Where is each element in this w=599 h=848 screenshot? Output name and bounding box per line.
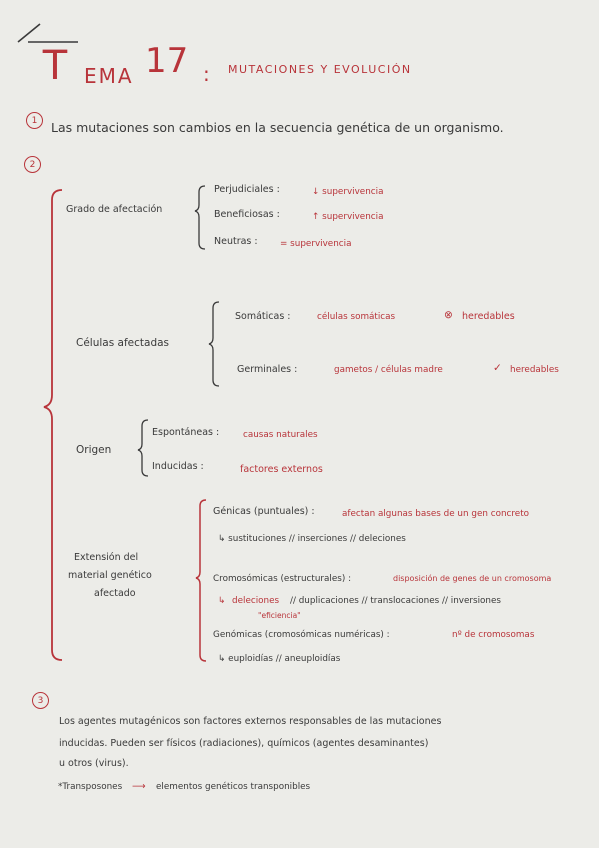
section-2-number: 2: [24, 156, 41, 173]
title-ema: EMA: [84, 64, 134, 88]
cromosomicas-note: "eficiencia": [258, 611, 301, 620]
not-inheritable-mark-icon: ⊗: [444, 309, 453, 321]
extension-brace: [195, 499, 207, 662]
cromosomicas-name: Cromosómicas (estructurales) :: [213, 574, 352, 584]
grado-label: Grado de afectación: [66, 204, 163, 215]
grado-item-name: Neutras :: [214, 236, 258, 247]
section-3-line: u otros (virus).: [59, 758, 129, 769]
genomicas-name: Genómicas (cromosómicas numéricas) :: [213, 630, 390, 640]
extension-label-line: material genético: [68, 570, 152, 581]
cromosomicas-sub-red: deleciones: [232, 596, 280, 606]
title-number: 17: [145, 41, 189, 81]
cromosomicas-sub-rest: // duplicaciones // translocaciones // i…: [290, 596, 501, 606]
genicas-name: Génicas (puntuales) :: [213, 506, 315, 517]
genomicas-value: nº de cromosomas: [452, 630, 535, 640]
grado-item-value: ↓ supervivencia: [312, 187, 384, 197]
title-t-letter: T: [42, 43, 68, 89]
origen-item-name: Espontáneas :: [152, 427, 220, 438]
section-3-line: Los agentes mutagénicos son factores ext…: [59, 716, 442, 727]
section-3-number: 3: [32, 692, 49, 709]
origen-item-name: Inducidas :: [152, 461, 204, 472]
inheritable-check-icon: ✓: [493, 362, 502, 374]
origen-item-value: factores externos: [240, 464, 323, 475]
grado-item-value: = supervivencia: [280, 239, 352, 249]
celulas-item-name: Germinales :: [237, 364, 298, 375]
origen-item-value: causas naturales: [243, 430, 318, 440]
transposones-definition: elementos genéticos transponibles: [156, 782, 311, 792]
cromosomicas-sub-arrow: ↳: [218, 596, 226, 606]
genomicas-sub: ↳ euploidías // aneuploidías: [218, 654, 341, 664]
section-1-number: 1: [26, 112, 43, 129]
celulas-item-name: Somáticas :: [235, 311, 291, 322]
section-2-main-brace: [43, 189, 63, 661]
celulas-item-value: células somáticas: [317, 312, 396, 322]
transposones-label: *Transposones: [58, 782, 123, 792]
title-subtitle: MUTACIONES Y EVOLUCIÓN: [228, 63, 412, 76]
grado-item-name: Beneficiosas :: [214, 209, 280, 220]
origen-brace: [137, 419, 149, 477]
extension-label-line: Extensión del: [74, 552, 139, 563]
celulas-brace: [208, 301, 220, 387]
celulas-label: Células afectadas: [76, 337, 170, 349]
arrow-right-icon: ⟶: [132, 781, 146, 792]
title-slash-stroke: [17, 23, 41, 43]
genicas-sub: ↳ sustituciones // inserciones // deleci…: [218, 534, 406, 544]
celulas-item-value: gametos / células madre: [334, 365, 443, 375]
genicas-value: afectan algunas bases de un gen concreto: [342, 509, 530, 519]
section-3-line: inducidas. Pueden ser físicos (radiacion…: [59, 738, 429, 749]
title-colon: :: [203, 62, 212, 86]
extension-label-line: afectado: [94, 588, 136, 599]
grado-brace: [194, 185, 206, 250]
cromosomicas-value: disposición de genes de un cromosoma: [393, 574, 552, 583]
grado-item-value: ↑ supervivencia: [312, 212, 384, 222]
origen-label: Origen: [76, 444, 112, 456]
section-1-definition: Las mutaciones son cambios en la secuenc…: [51, 120, 504, 135]
celulas-item-tail: heredables: [510, 365, 559, 375]
grado-item-name: Perjudiciales :: [214, 184, 280, 195]
celulas-item-tail: heredables: [462, 311, 515, 322]
